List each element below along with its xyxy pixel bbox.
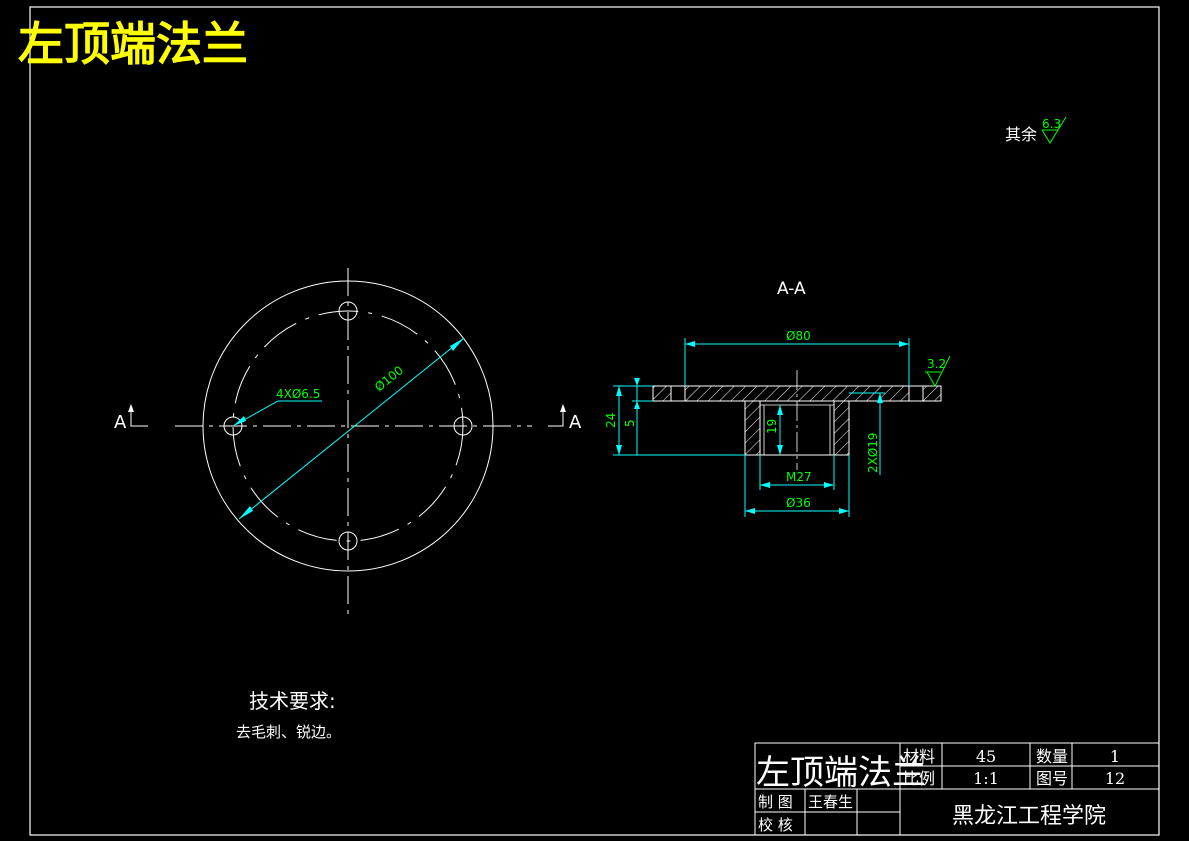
checked-label: 校 核 [758,816,793,834]
roughness-note-value: 6.3 [1042,117,1061,131]
material-value: 45 [976,747,996,766]
school-name: 黑龙江工程学院 [952,804,1106,829]
section-mark-right-letter: A [569,412,582,433]
dim-flange-dia: Ø80 [786,329,811,343]
dim-boss-dia: Ø36 [786,496,811,510]
face-roughness-icon [926,355,951,388]
scale-value: 1:1 [973,769,999,788]
page-title: 左顶端法兰 [18,17,248,71]
section-mark-left-letter: A [114,412,127,433]
face-roughness: 3.2 [925,355,951,388]
bolt-hole-bottom [338,531,358,551]
dim-bore-depth: 19 [765,419,779,434]
pcd-dimension-text: Ø100 [372,363,406,394]
tech-req-line1: 去毛刺、锐边。 [236,723,341,741]
roughness-note: 其余 6.3 [1005,116,1067,144]
roughness-symbol-icon [1041,116,1067,144]
drawn-label: 制 图 [758,793,793,811]
dim-flange-thickness: 5 [623,419,637,427]
section-mark-left: A [114,404,148,433]
bolt-hole-right [453,416,473,436]
dim-side-holes: 2XØ19 [866,432,880,473]
bolt-hole-top [338,301,358,321]
title-block [754,742,1160,836]
title-block-text: 左顶端法兰 材料 45 数量 1 比例 1:1 图号 12 制 图 王春生 校 … [756,747,1125,834]
drawing-no-label: 图号 [1036,769,1068,788]
section-view [652,370,942,470]
pcd-dimension: Ø100 [238,337,465,520]
quantity-label: 数量 [1036,747,1068,766]
drawn-by: 王春生 [808,793,853,811]
roughness-note-label: 其余 [1005,125,1037,144]
drawing-frame [29,6,1160,836]
section-dimensions [613,338,910,517]
section-arrows [616,341,909,514]
section-mark-right: A [548,404,582,433]
title-block-part-name: 左顶端法兰 [756,753,926,793]
hole-callout-text: 4XØ6.5 [276,387,320,401]
tech-req-heading: 技术要求: [249,689,336,713]
dim-thread: M27 [786,470,812,484]
material-label: 材料 [903,747,935,766]
quantity-value: 1 [1110,747,1120,766]
face-roughness-value: 3.2 [927,357,946,371]
drawing-no-value: 12 [1105,769,1125,788]
bolt-hole-left [223,416,243,436]
front-view [175,268,532,614]
hole-callout: 4XØ6.5 [232,387,322,427]
section-view-label: A-A [777,279,806,299]
dim-total-height: 24 [604,413,618,428]
scale-label: 比例 [903,769,935,788]
